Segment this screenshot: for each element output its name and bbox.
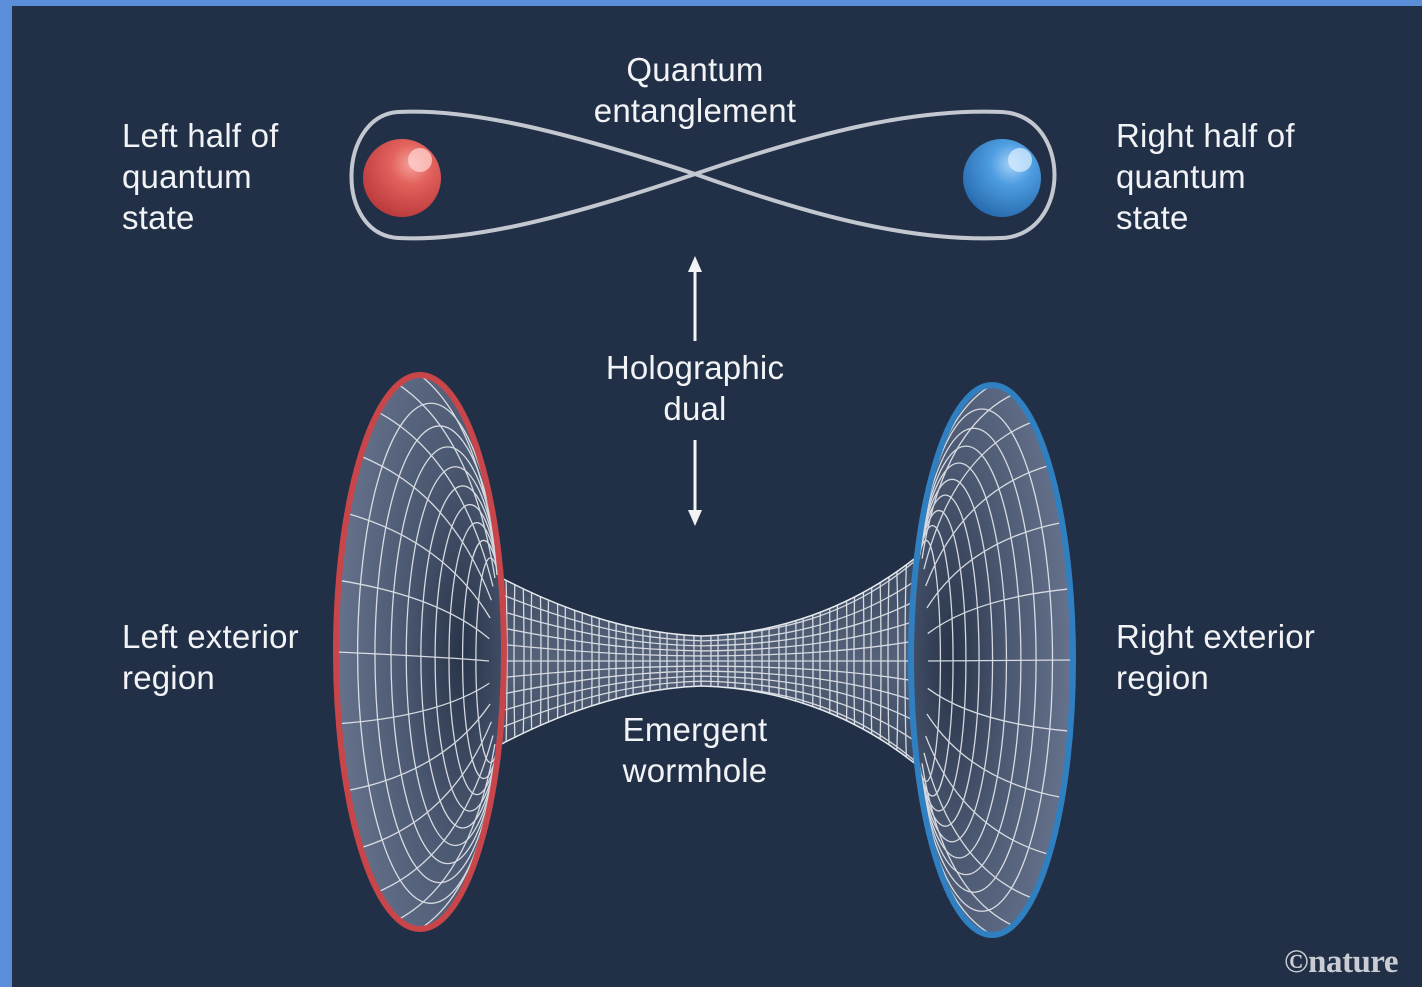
figure-frame: Quantum entanglement Left half of quantu… [12,6,1422,987]
quantum-entanglement-label: Quantum entanglement [545,49,845,131]
left-exterior-funnel [336,375,517,929]
left-half-label: Left half of quantum state [122,115,342,238]
right-exterior-label: Right exterior region [1116,616,1366,698]
emergent-wormhole-label: Emergent wormhole [565,709,825,791]
right-exterior-funnel [899,385,1073,935]
right-half-label: Right half of quantum state [1116,115,1356,238]
left-exterior-label: Left exterior region [122,616,352,698]
blue-sphere-icon [963,139,1041,217]
red-sphere-icon [363,139,441,217]
holographic-dual-label: Holographic dual [565,347,825,429]
nature-credit: ©nature [1284,944,1398,981]
